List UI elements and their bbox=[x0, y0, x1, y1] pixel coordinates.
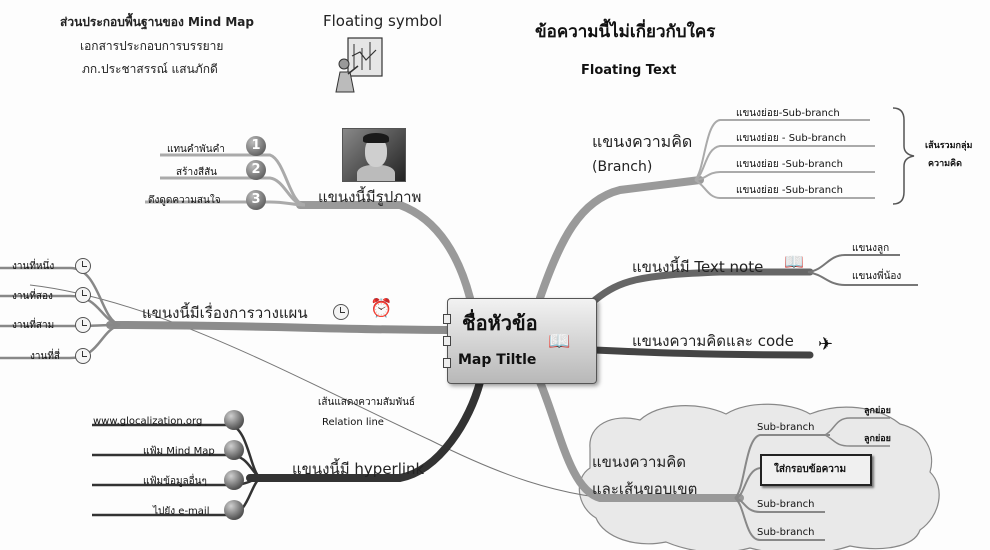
number-three-icon: 3 bbox=[246, 190, 266, 210]
textnote-child-1[interactable]: แขนงลูก bbox=[852, 243, 890, 254]
portrait-photo bbox=[342, 128, 406, 182]
boundary-sub-bot[interactable]: Sub-branch bbox=[757, 527, 815, 538]
idea-branch-line bbox=[536, 176, 704, 302]
boundary-branch-label-1[interactable]: แขนงความคิด bbox=[592, 453, 687, 471]
boundary-sub-mid[interactable]: Sub-branch bbox=[757, 499, 815, 510]
globe-icon[interactable] bbox=[224, 440, 244, 460]
code-branch-line bbox=[591, 346, 814, 359]
planning-item-3[interactable]: งานที่สาม bbox=[12, 320, 55, 331]
picture-item-2[interactable]: สร้างสีสัน bbox=[176, 167, 218, 178]
globe-icon[interactable] bbox=[224, 500, 244, 520]
planning-item-4[interactable]: งานที่สี่ bbox=[30, 351, 61, 362]
central-topic-thai: ชื่อหัวข้อ bbox=[462, 311, 538, 335]
boxed-text-label: ใส่กรอบข้อความ bbox=[774, 464, 847, 475]
idea-sub-1[interactable]: แขนงย่อย-Sub-branch bbox=[736, 108, 840, 119]
number-one-icon: 1 bbox=[246, 136, 266, 156]
hyperlink-item-4[interactable]: ไปยัง e-mail bbox=[153, 506, 210, 517]
code-branch-label[interactable]: แขนงความคิดและ code bbox=[632, 332, 794, 350]
connector-handle[interactable] bbox=[443, 336, 451, 346]
idea-branch-label[interactable]: แขนงความคิด bbox=[592, 132, 693, 151]
header-line3: ภก.ประชาสรรณ์ แสนภักดี bbox=[82, 62, 218, 76]
central-topic-en: Map Tiltle bbox=[458, 352, 537, 368]
alarm-clock-icon: ⏰ bbox=[370, 298, 393, 319]
clock-icon bbox=[75, 258, 91, 274]
note-book-icon: 📖 bbox=[784, 252, 804, 271]
clock-icon bbox=[75, 348, 91, 364]
idea-sub-4[interactable]: แขนงย่อย -Sub-branch bbox=[736, 185, 843, 196]
picture-item-1[interactable]: แทนคำพันคำ bbox=[167, 144, 225, 155]
central-topic[interactable]: ชื่อหัวข้อ Map Tiltle 📖 bbox=[447, 298, 597, 384]
bracket-label-1: เส้นรวมกลุ่ม bbox=[925, 141, 973, 151]
hyperlink-branch-label[interactable]: แขนงนี้มี hyperlink bbox=[292, 460, 425, 478]
relation-line bbox=[29, 284, 641, 501]
bracket-label-2: ความคิด bbox=[928, 159, 962, 169]
book-icon: 📖 bbox=[548, 331, 571, 352]
person-at-board-icon bbox=[335, 37, 383, 93]
boundary-leaf-1[interactable]: ลูกย่อย bbox=[864, 406, 891, 416]
header-line1: ส่วนประกอบพื้นฐานของ Mind Map bbox=[60, 15, 254, 29]
textnote-branch-line bbox=[591, 268, 814, 304]
clock-icon bbox=[75, 287, 91, 303]
floating-thai-text: ข้อความนี้ไม่เกี่ยวกับใคร bbox=[535, 22, 716, 42]
globe-icon[interactable] bbox=[224, 410, 244, 430]
textnote-branch-label[interactable]: แขนงนี้มี Text note bbox=[632, 258, 764, 276]
boundary-leaf-2[interactable]: ลูกย่อย bbox=[864, 434, 891, 444]
airplane-icon: ✈ bbox=[818, 334, 834, 355]
clock-icon bbox=[333, 304, 349, 320]
picture-branch-line bbox=[296, 201, 474, 302]
hyperlink-item-2[interactable]: แฟ้ม Mind Map bbox=[143, 446, 215, 457]
floating-text-label: Floating Text bbox=[581, 63, 677, 78]
idea-sub-3[interactable]: แขนงย่อย -Sub-branch bbox=[736, 159, 843, 170]
picture-item-3[interactable]: ดึงดูดความสนใจ bbox=[148, 195, 221, 206]
idea-sub-2[interactable]: แขนงย่อย - Sub-branch bbox=[736, 133, 847, 144]
connector-handle[interactable] bbox=[443, 314, 451, 324]
picture-branch-label[interactable]: แขนงนี้มีรูปภาพ bbox=[318, 188, 422, 206]
planning-branch-label[interactable]: แขนงนี้มีเรื่องการวางแผน bbox=[142, 304, 308, 322]
planning-item-2[interactable]: งานที่สอง bbox=[12, 291, 53, 302]
planning-branch-line bbox=[106, 321, 451, 334]
globe-icon[interactable] bbox=[224, 470, 244, 490]
relation-label-en: Relation line bbox=[322, 417, 384, 428]
group-bracket bbox=[892, 107, 915, 205]
planning-item-1[interactable]: งานที่หนึ่ง bbox=[12, 261, 55, 272]
textnote-child-2[interactable]: แขนงพี่น้อง bbox=[852, 271, 902, 282]
floating-symbol-label: Floating symbol bbox=[323, 12, 443, 30]
boundary-sub-top[interactable]: Sub-branch bbox=[757, 422, 815, 433]
connector-handle[interactable] bbox=[443, 358, 451, 368]
header-line2: เอกสารประกอบการบรรยาย bbox=[80, 39, 224, 53]
boundary-branch-label-2: และเส้นขอบเขต bbox=[592, 480, 698, 498]
hyperlink-item-3[interactable]: แฟ้มข้อมูลอื่นๆ bbox=[143, 476, 207, 487]
clock-icon bbox=[75, 317, 91, 333]
boundary-branch-line bbox=[536, 378, 744, 502]
relation-label-thai: เส้นแสดงความสัมพันธ์ bbox=[318, 397, 416, 408]
boundary-cloud bbox=[578, 403, 940, 550]
boxed-text[interactable]: ใส่กรอบข้อความ bbox=[760, 454, 872, 486]
idea-branch-label-en: (Branch) bbox=[592, 159, 653, 175]
hyperlink-branch-line bbox=[246, 378, 484, 482]
number-two-icon: 2 bbox=[246, 160, 266, 180]
hyperlink-item-1[interactable]: www.glocalization.org bbox=[93, 416, 203, 427]
